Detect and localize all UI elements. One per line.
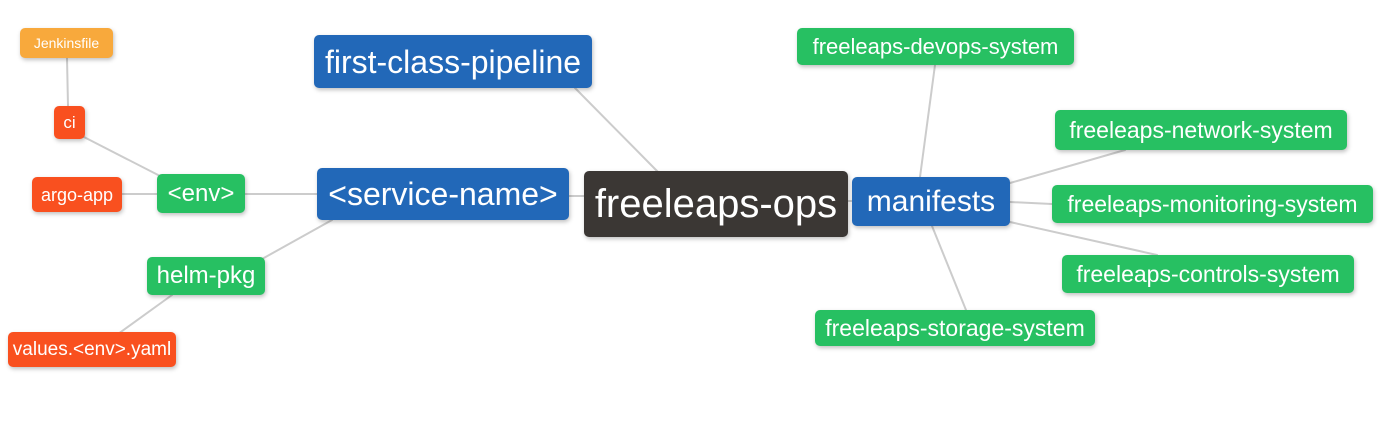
node-helm-pkg[interactable]: helm-pkg [147,257,265,295]
node-service-name[interactable]: <service-name> [317,168,569,220]
edge-manifests-to-freeleaps-monitoring-system [1009,201,1053,205]
node-jenkinsfile[interactable]: Jenkinsfile [20,28,113,58]
node-freeleaps-ops[interactable]: freeleaps-ops [584,171,848,237]
edge-ci-to-env [81,135,163,178]
node-ci[interactable]: ci [54,106,85,139]
edge-helm-pkg-to-values-env-yaml [117,294,173,335]
edge-first-class-pipeline-to-freeleaps-ops [574,87,659,173]
node-freeleaps-monitoring-system[interactable]: freeleaps-monitoring-system [1052,185,1373,223]
node-argo-app[interactable]: argo-app [32,177,122,212]
edge-manifests-to-freeleaps-controls-system [1009,221,1158,256]
edge-manifests-to-freeleaps-storage-system [931,225,967,311]
node-manifests[interactable]: manifests [852,177,1010,226]
edge-manifests-to-freeleaps-network-system [1009,149,1126,184]
node-freeleaps-network-system[interactable]: freeleaps-network-system [1055,110,1347,150]
node-freeleaps-controls-system[interactable]: freeleaps-controls-system [1062,255,1354,293]
node-freeleaps-storage-system[interactable]: freeleaps-storage-system [815,310,1095,346]
node-env[interactable]: <env> [157,174,245,213]
node-first-class-pipeline[interactable]: first-class-pipeline [314,35,592,88]
node-values-env-yaml[interactable]: values.<env>.yaml [8,332,176,367]
node-freeleaps-devops-system[interactable]: freeleaps-devops-system [797,28,1074,65]
edge-service-name-to-helm-pkg [261,219,333,260]
edge-manifests-to-freeleaps-devops-system [919,64,936,178]
edge-jenkinsfile-to-ci [66,57,69,107]
